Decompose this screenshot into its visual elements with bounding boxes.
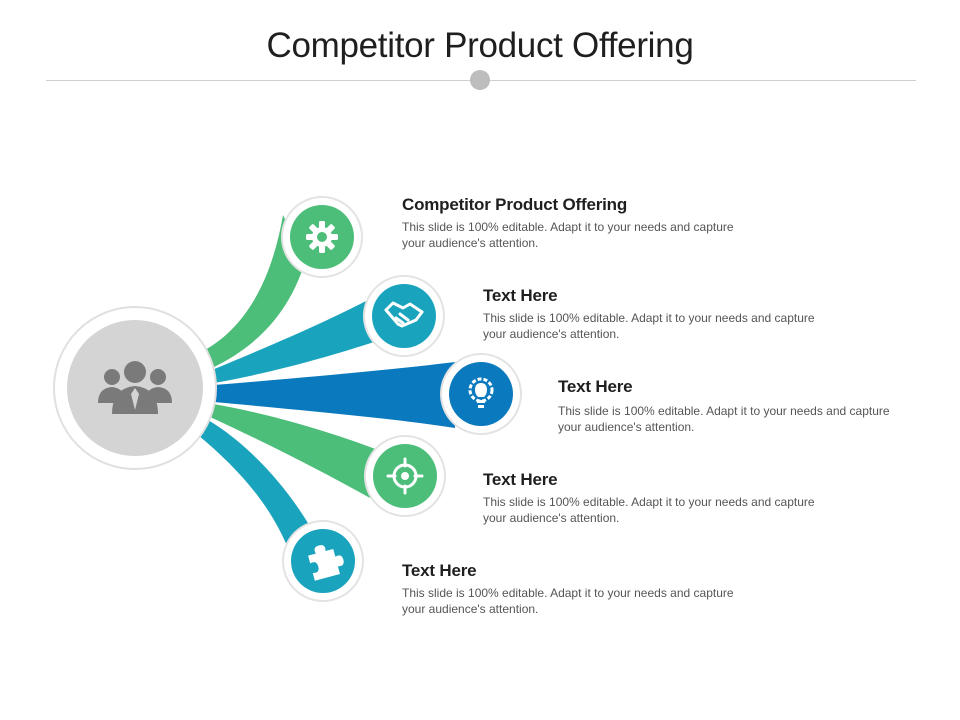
handshake-icon bbox=[384, 301, 424, 328]
puzzle-icon bbox=[308, 545, 344, 581]
node-3 bbox=[440, 353, 522, 435]
item-4-heading: Text Here bbox=[483, 470, 558, 489]
node-2 bbox=[363, 275, 445, 357]
item-2-heading: Text Here bbox=[483, 286, 558, 305]
ribbon-4 bbox=[210, 404, 378, 498]
gear-icon bbox=[306, 221, 338, 253]
node-1 bbox=[281, 196, 363, 278]
page-title: Competitor Product Offering bbox=[266, 26, 694, 65]
people-group-icon bbox=[98, 361, 172, 414]
lightbulb-gear-icon bbox=[468, 377, 494, 408]
item-3-heading: Text Here bbox=[558, 377, 633, 396]
title-divider-dot bbox=[470, 70, 490, 90]
node-5 bbox=[282, 520, 364, 602]
item-1-heading: Competitor Product Offering bbox=[402, 195, 628, 214]
item-3-description: This slide is 100% editable. Adapt it to… bbox=[558, 404, 890, 434]
ribbon-5 bbox=[198, 420, 315, 548]
node-4 bbox=[364, 435, 446, 517]
item-2-description: This slide is 100% editable. Adapt it to… bbox=[483, 311, 815, 341]
item-5-description: This slide is 100% editable. Adapt it to… bbox=[402, 586, 734, 616]
ribbon-1 bbox=[205, 215, 305, 368]
ribbon-3 bbox=[214, 362, 455, 428]
item-5-heading: Text Here bbox=[402, 561, 477, 580]
ribbon-2 bbox=[212, 300, 380, 383]
item-4-description: This slide is 100% editable. Adapt it to… bbox=[483, 495, 815, 525]
target-icon bbox=[386, 457, 424, 495]
item-1-description: This slide is 100% editable. Adapt it to… bbox=[402, 220, 734, 250]
